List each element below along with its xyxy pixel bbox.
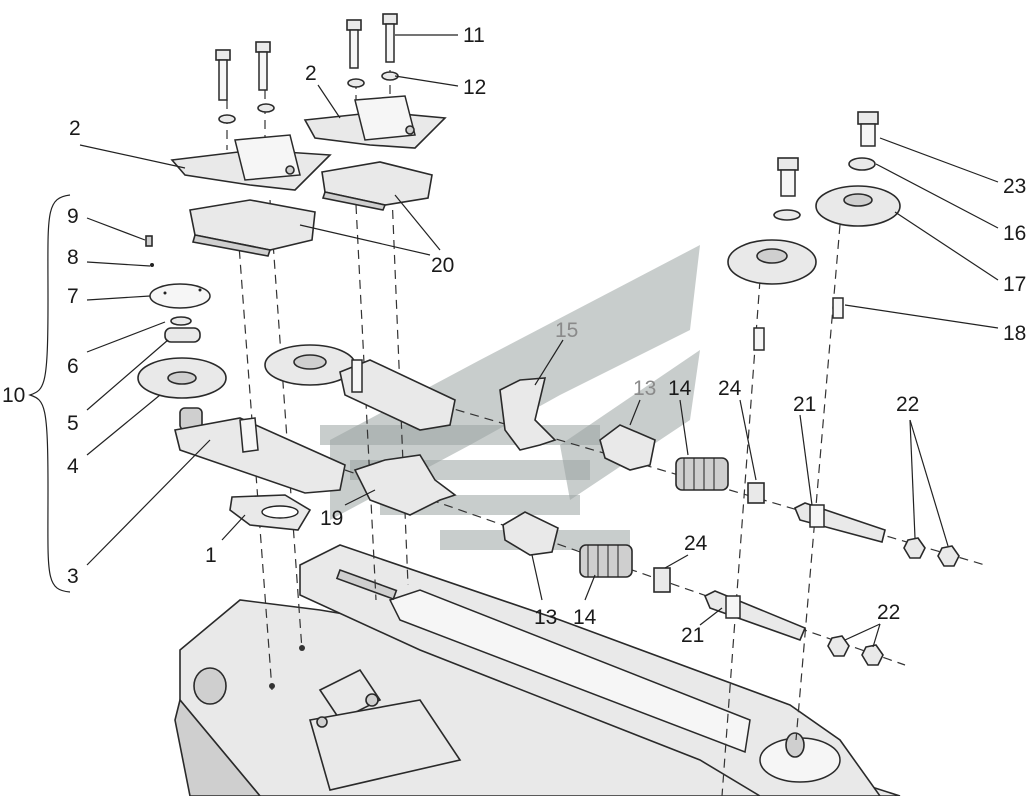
callout-label-l13b: 13 [534, 606, 557, 629]
callout-label-l11: 11 [463, 24, 485, 47]
callout-label-l6: 6 [67, 355, 79, 378]
callout-label-l7: 7 [67, 285, 79, 308]
callout-label-l14a: 14 [668, 377, 692, 400]
callout-label-l2b: 2 [305, 62, 317, 85]
callout-label-l23: 23 [1003, 175, 1026, 198]
fork-15 [499, 377, 557, 451]
callout-label-l10: 10 [2, 384, 25, 407]
callout-labels: 1223456789101112131314141516171819202121… [2, 24, 1026, 647]
spring-upper [675, 457, 729, 491]
callout-label-l24b: 24 [684, 532, 708, 555]
clip-24-lower [653, 567, 671, 593]
nuts-22 [827, 537, 960, 666]
clip-24-upper [747, 482, 765, 504]
bushing-upper [599, 424, 656, 471]
sprocket-right-upper [815, 111, 901, 319]
callout-label-l8: 8 [67, 246, 79, 269]
group-brace [28, 194, 71, 593]
plate-right [321, 161, 433, 211]
callout-label-l19: 19 [320, 507, 343, 530]
callout-label-l13a: 13 [633, 377, 656, 400]
spring-lower [579, 544, 633, 578]
callout-label-l1: 1 [205, 544, 217, 567]
shaft-upper [793, 502, 886, 543]
bushing-lower [502, 511, 559, 556]
bolt-set-top [215, 13, 399, 124]
shaft-lower [703, 590, 807, 642]
plate-left [189, 199, 316, 257]
callout-label-l14b: 14 [573, 606, 597, 629]
callout-label-l4: 4 [67, 455, 79, 478]
callout-label-l3: 3 [67, 565, 79, 588]
callout-label-l2a: 2 [69, 117, 81, 140]
sprocket-right-lower [727, 157, 817, 351]
callout-label-l24a: 24 [718, 377, 742, 400]
bracket-left [170, 134, 332, 191]
callout-label-l9: 9 [67, 205, 79, 228]
callout-label-l15: 15 [555, 319, 578, 342]
frame-housing [174, 544, 901, 796]
callout-label-l21a: 21 [793, 393, 816, 416]
callout-label-l22a: 22 [896, 393, 919, 416]
fork-19 [353, 454, 457, 516]
leader-lines [79, 34, 999, 648]
callout-label-l12: 12 [463, 76, 486, 99]
callout-label-l21b: 21 [681, 624, 704, 647]
tensioner-arm [264, 344, 456, 431]
sprocket-subassembly [137, 235, 346, 531]
bracket-right [303, 95, 447, 149]
callout-label-l16: 16 [1003, 222, 1026, 245]
callout-label-l18: 18 [1003, 322, 1026, 345]
callout-label-l20: 20 [431, 254, 454, 277]
callout-label-l5: 5 [67, 412, 79, 435]
callout-label-l17: 17 [1003, 273, 1026, 296]
callout-label-l22b: 22 [877, 601, 900, 624]
